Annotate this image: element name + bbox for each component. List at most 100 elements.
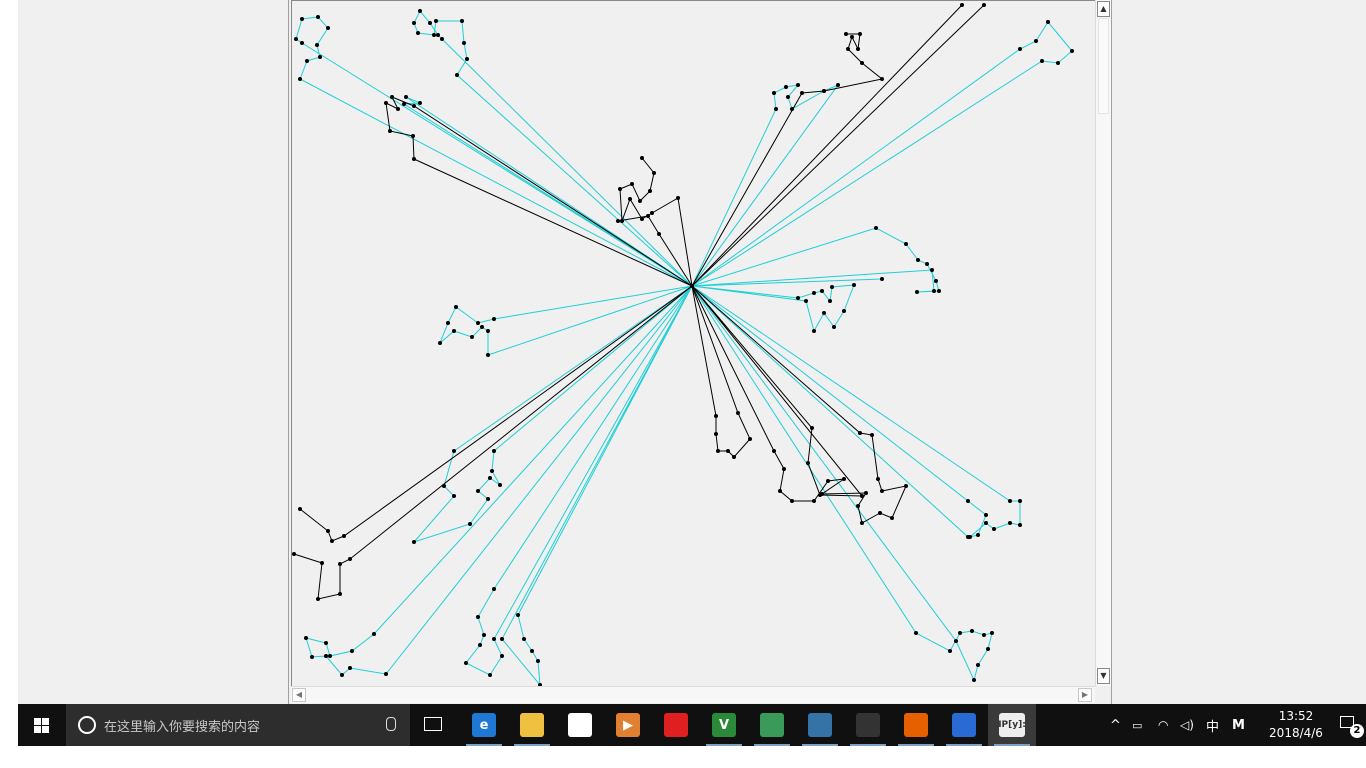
horizontal-scrollbar[interactable]: ◀ ▶ (291, 686, 1095, 703)
chevron-up-icon[interactable]: ^ (1110, 717, 1121, 733)
black-route-1-node-0 (616, 219, 620, 223)
taskbar-app-store[interactable] (556, 704, 604, 746)
cyan-route-8-node-2 (476, 321, 480, 325)
cyan-route-8-node-8 (480, 325, 484, 329)
black-route-3-node-6 (748, 437, 752, 441)
cyan-route-8-node-9 (486, 329, 490, 333)
cyan-route-5-node-8 (932, 289, 936, 293)
cyan-route-13-node-3 (976, 533, 980, 537)
running-indicator (946, 744, 982, 746)
cyan-route-1-node-8 (412, 21, 416, 25)
black-route-5 (691, 285, 864, 497)
black-route-2-node-2 (856, 47, 860, 51)
cyan-route-1-node-10 (428, 21, 432, 25)
cyan-route-10-node-4 (324, 641, 328, 645)
microphone-icon[interactable] (386, 717, 396, 731)
show-hidden-icons-button[interactable]: ^ (1110, 704, 1121, 746)
taskbar-app-document[interactable] (940, 704, 988, 746)
black-route-0 (619, 157, 693, 287)
task-view-icon[interactable] (424, 717, 442, 731)
cyan-route-11-node-6 (488, 673, 492, 677)
black-route-0-node-4 (630, 182, 634, 186)
cyan-route-4 (691, 83, 840, 287)
start-button[interactable] (18, 704, 64, 746)
black-route-10-node-3 (396, 107, 400, 111)
cyan-route-5-node-2 (904, 242, 908, 246)
black-route-7-node-4 (338, 562, 342, 566)
cyan-route-5-node-4 (925, 262, 929, 266)
taskbar-app-file-explorer[interactable] (508, 704, 556, 746)
scroll-up-arrow-icon[interactable]: ▲ (1097, 1, 1110, 17)
cyan-route-5-node-5 (934, 279, 938, 283)
taskbar-app-firefox[interactable] (892, 704, 940, 746)
cyan-route-10 (305, 285, 693, 676)
ime-indicator[interactable]: 中 (1206, 719, 1220, 735)
black-route-3-node-2 (714, 432, 718, 436)
black-route-0-node-1 (652, 171, 656, 175)
cyan-route-10-node-3 (328, 654, 332, 658)
volume-icon[interactable]: ◁) (1180, 718, 1194, 732)
cyan-route-11-node-2 (476, 615, 480, 619)
vertical-scroll-thumb[interactable] (1098, 18, 1109, 114)
taskbar-app-edge[interactable]: e (460, 704, 508, 746)
cortana-icon[interactable] (78, 716, 96, 734)
black-route-8 (691, 4, 963, 287)
running-indicator (514, 744, 550, 746)
cyan-route-10-node-7 (324, 654, 328, 658)
taskbar-app-media-player[interactable]: ▶ (604, 704, 652, 746)
cyan-route-14-node-5 (982, 633, 986, 637)
scroll-left-arrow-icon[interactable]: ◀ (292, 688, 306, 702)
cyan-route-14-node-10 (954, 639, 958, 643)
battery-icon[interactable]: ▭ (1132, 718, 1143, 732)
cyan-route-1-node-12 (440, 37, 444, 41)
black-route-6-node-3 (342, 534, 346, 538)
depot-hub-node (690, 284, 694, 288)
cyan-route-0-node-8 (294, 37, 298, 41)
black-route-7 (293, 285, 693, 600)
black-route-3-node-4 (726, 449, 730, 453)
cyan-route-12 (501, 285, 693, 687)
black-route-2 (691, 33, 884, 287)
black-route-0-node-0 (640, 156, 644, 160)
taskbar-app-python[interactable] (796, 704, 844, 746)
vertical-scrollbar[interactable]: ▲ ▼ (1095, 0, 1111, 686)
black-route-5-node-4 (860, 494, 864, 498)
running-indicator (466, 744, 502, 746)
taskbar-app-network-app[interactable] (748, 704, 796, 746)
cyan-route-11-node-3 (482, 633, 486, 637)
black-route-0-node-10 (676, 196, 680, 200)
cyan-route-11-node-7 (500, 654, 504, 658)
cyan-route-0-node-6 (316, 15, 320, 19)
black-route-2-node-6 (880, 77, 884, 81)
cyan-route-10-node-8 (340, 673, 344, 677)
clock[interactable]: 13:52 2018/4/6 (1260, 708, 1332, 742)
cyan-route-3-node-3 (1070, 49, 1074, 53)
black-route-5-node-1 (810, 426, 814, 430)
notification-center-icon[interactable]: 2 (1340, 716, 1364, 738)
cyan-route-14-node-6 (990, 631, 994, 635)
red-app-icon (664, 713, 688, 737)
cyan-route-2-node-3 (404, 95, 408, 99)
scroll-right-arrow-icon[interactable]: ▶ (1078, 688, 1092, 702)
cyan-route-0 (295, 16, 693, 287)
taskbar-app-ipython[interactable]: IP[y]: (988, 704, 1036, 746)
cyan-route-13-node-9 (1018, 499, 1022, 503)
wifi-icon[interactable]: ◠ (1158, 718, 1169, 732)
taskbar-app-red-app[interactable] (652, 704, 700, 746)
taskbar-app-vim[interactable]: V (700, 704, 748, 746)
cyan-route-8-node-10 (486, 353, 490, 357)
cyan-route-0-node-3 (318, 55, 322, 59)
black-route-1-node-1 (646, 214, 650, 218)
taskbar-app-terminal[interactable] (844, 704, 892, 746)
black-route-1-node-2 (657, 232, 661, 236)
cyan-route-11-node-4 (478, 643, 482, 647)
cyan-route-15-node-1 (966, 535, 970, 539)
scroll-down-arrow-icon[interactable]: ▼ (1097, 668, 1110, 684)
input-mode-m[interactable]: M (1232, 717, 1245, 733)
search-box[interactable]: 在这里输入你要搜索的内容 (66, 704, 410, 746)
black-route-4-node-14 (904, 484, 908, 488)
search-placeholder: 在这里输入你要搜索的内容 (104, 719, 261, 735)
cyan-route-1-node-6 (432, 33, 436, 37)
black-route-10-node-4 (384, 101, 388, 105)
cyan-route-2-node-1 (402, 102, 406, 106)
